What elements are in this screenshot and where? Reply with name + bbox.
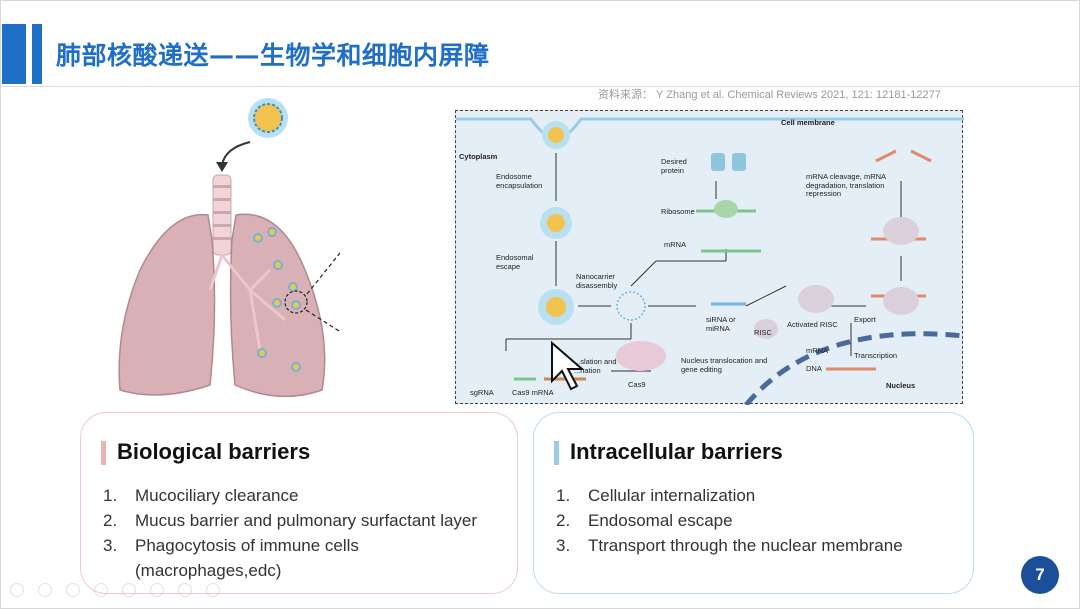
- label-cas9-mrna: Cas9 mRNA: [512, 388, 554, 397]
- card-title: Intracellular barriers: [570, 439, 783, 464]
- label-sgrna: sgRNA: [470, 388, 494, 397]
- grid-icon[interactable]: [150, 583, 164, 597]
- label-mrna-cleavage: mRNA cleavage, mRNA degradation, transla…: [806, 172, 886, 199]
- cell-barrier-diagram: Cell membrane Cytoplasm Desired protein …: [455, 110, 964, 405]
- biological-barriers-card: Biological barriers 1.Mucociliary cleara…: [80, 412, 518, 594]
- list-item: 2.Mucus barrier and pulmonary surfactant…: [103, 511, 478, 530]
- label-translation: ...slation and ...nation: [574, 357, 617, 375]
- label-transcription: Transcription: [854, 351, 898, 360]
- intracellular-barriers-card: Intracellular barriers 1.Cellular intern…: [533, 412, 974, 594]
- pen-icon[interactable]: [66, 583, 80, 597]
- label-desired-protein: Desired protein: [661, 157, 687, 175]
- lungs-illustration: [118, 98, 340, 398]
- label-nucleus: Nucleus: [886, 381, 916, 390]
- list-item: 2.Endosomal escape: [556, 511, 733, 530]
- label-nanocarrier-disassembly: Nanocarrier disassembly: [576, 272, 618, 290]
- card-accent-bar: [554, 441, 559, 465]
- slide-title: 肺部核酸递送——生物学和细胞内屏障: [56, 41, 490, 70]
- diagram-graphics: [456, 117, 964, 405]
- nanoparticle-sequence: [538, 121, 646, 325]
- label-dna: DNA: [806, 364, 822, 373]
- title-accent-bar: [2, 24, 46, 84]
- zoom-icon[interactable]: [122, 583, 136, 597]
- label-ribosome: Ribosome: [661, 207, 695, 216]
- intracellular-barriers-list: 1.Cellular internalization 2.Endosomal e…: [556, 483, 948, 558]
- label-endosomal-escape: Endosomal escape: [496, 253, 534, 271]
- presentation-toolbar[interactable]: [10, 583, 220, 597]
- label-cytoplasm: Cytoplasm: [459, 152, 498, 161]
- label-nucleus-translocation: Nucleus translocation and gene editing: [681, 356, 768, 374]
- highlighter-icon[interactable]: [94, 583, 108, 597]
- more-icon[interactable]: [206, 583, 220, 597]
- label-activated-risc: Activated RISC: [787, 320, 838, 329]
- list-item: 3.Ttransport through the nuclear membran…: [556, 536, 903, 555]
- title-divider: [0, 86, 1080, 87]
- label-mrna-nucleus: mRNA: [806, 346, 829, 355]
- subtitle-icon[interactable]: [178, 583, 192, 597]
- page-number-badge: 7: [1021, 556, 1059, 594]
- label-cell-membrane: Cell membrane: [781, 118, 835, 127]
- list-item: 1.Mucociliary clearance: [103, 486, 299, 505]
- prev-slide-icon[interactable]: [10, 583, 24, 597]
- biological-barriers-list: 1.Mucociliary clearance 2.Mucus barrier …: [103, 483, 495, 583]
- label-export: Export: [854, 315, 876, 324]
- source-citation: 资料来源： Y Zhang et al. Chemical Reviews 20…: [598, 89, 941, 101]
- list-item: 1.Cellular internalization: [556, 486, 756, 505]
- label-risc: RISC: [754, 328, 772, 337]
- list-item: 3.Phagocytosis of immune cells (macropha…: [103, 536, 359, 580]
- next-slide-icon[interactable]: [38, 583, 52, 597]
- card-title: Biological barriers: [117, 439, 311, 464]
- card-accent-bar: [101, 441, 106, 465]
- label-mrna-top: mRNA: [664, 240, 687, 249]
- nanoparticle-icon: [248, 98, 288, 138]
- label-endosome-encapsulation: Endosome encapsulation: [496, 172, 543, 190]
- label-sirna: siRNA or miRNA: [706, 315, 736, 333]
- label-cas9: Cas9: [628, 380, 646, 389]
